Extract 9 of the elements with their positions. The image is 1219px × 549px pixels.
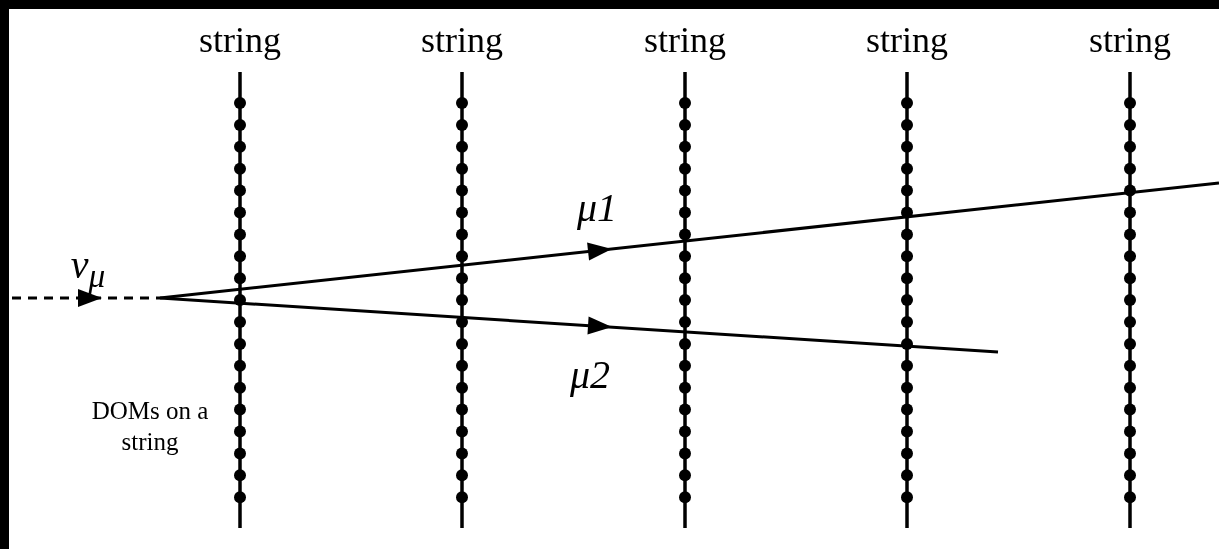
particle-label: μ2 xyxy=(569,355,611,395)
string-label: string xyxy=(421,22,503,58)
string-label: string xyxy=(199,22,281,58)
string-label: string xyxy=(866,22,948,58)
string-label: string xyxy=(644,22,726,58)
string-label: string xyxy=(1089,22,1171,58)
annotation: DOMs on a string xyxy=(90,396,210,458)
particle-label: μ1 xyxy=(576,188,618,228)
particle-label: ν$_{μ}$ xyxy=(70,245,106,293)
